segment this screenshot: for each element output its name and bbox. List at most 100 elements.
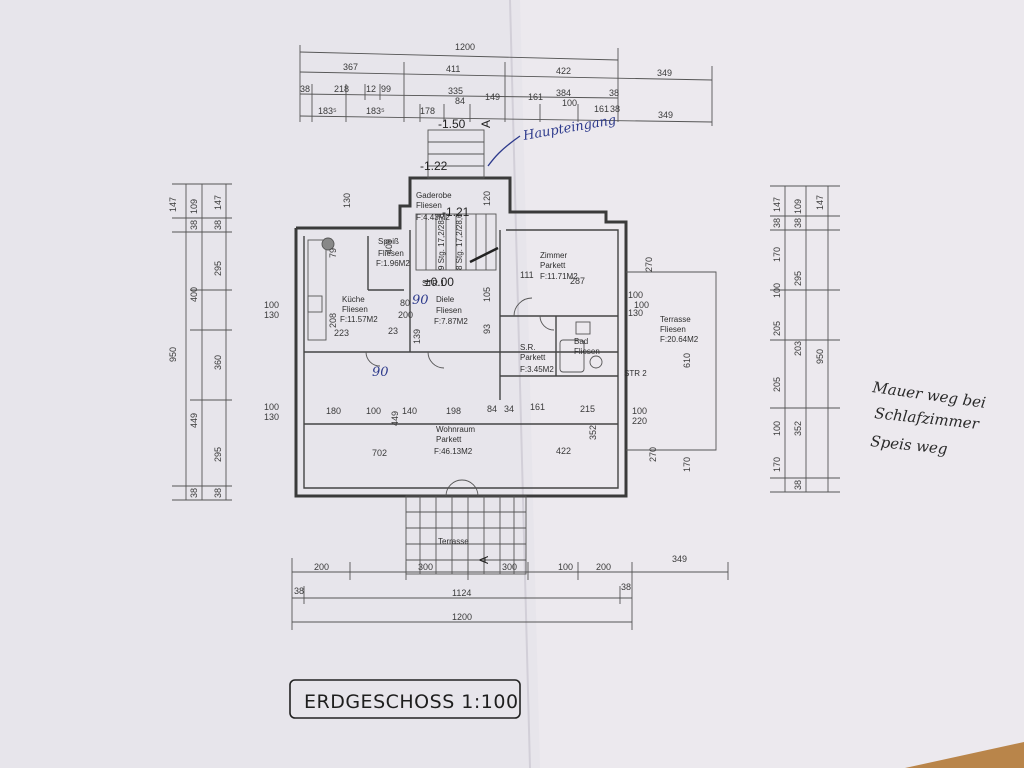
dim-left-outer-b: 950 [168, 347, 178, 362]
room-bad: Bad Fliesen [574, 337, 600, 356]
svg-text:130: 130 [264, 310, 279, 320]
dim-top-r2-b: 411 [446, 64, 460, 74]
svg-text:223: 223 [334, 328, 349, 338]
dim-top-r4-i: 38 [610, 104, 620, 114]
svg-text:Zimmer: Zimmer [540, 251, 567, 260]
svg-text:161: 161 [530, 402, 545, 412]
svg-text:S.R.: S.R. [520, 343, 536, 352]
svg-text:220: 220 [632, 416, 647, 426]
svg-text:F:46.13M2: F:46.13M2 [434, 447, 473, 456]
svg-text:352: 352 [588, 425, 598, 440]
dim-top-r3-c: 12 [366, 84, 376, 94]
svg-text:111: 111 [520, 270, 534, 280]
str-label-1: STR 1 [422, 279, 445, 288]
svg-text:170: 170 [682, 457, 692, 472]
dim-top-r4-f: 161 [528, 92, 543, 102]
dim-right-mid-c: 295 [793, 271, 803, 286]
svg-text:702: 702 [372, 448, 387, 458]
room-terrasse-right: Terrasse Fliesen F:20.64M2 [660, 315, 699, 344]
terrace-right-outline [626, 271, 717, 451]
window-marks: 100 130 100 130 100 220 100 130 [264, 290, 647, 426]
dim-top-r3-b: 218 [334, 84, 349, 94]
door-swings [365, 297, 555, 497]
dim-top-r3-f: 384 [556, 88, 571, 98]
svg-text:180: 180 [326, 406, 341, 416]
dim-top-r4-h: 161 [594, 104, 609, 114]
dim-left-mid-d: 449 [189, 413, 199, 428]
dim-bottom-r1-c: 300 [502, 562, 517, 572]
svg-text:200: 200 [398, 310, 413, 320]
room-wohnraum: Wohnraum Parkett F:46.13M2 [434, 425, 475, 456]
dim-right-outer-b: 950 [815, 349, 825, 364]
dim-bottom-r1-f: 349 [672, 554, 687, 564]
dim-top-total: 1200 [455, 42, 475, 52]
dim-bottom-r1-b: 300 [418, 562, 433, 572]
paper-shade-left [0, 0, 540, 768]
svg-text:130: 130 [264, 412, 279, 422]
dim-right-inner-c: 170 [772, 247, 782, 262]
svg-text:422: 422 [556, 446, 571, 456]
svg-text:84: 84 [487, 404, 497, 414]
svg-text:34: 34 [504, 404, 514, 414]
room-kueche: Küche Fliesen F:11.57M2 [340, 295, 378, 324]
dim-top-r2-c: 422 [556, 66, 571, 76]
svg-text:105: 105 [482, 287, 492, 302]
svg-text:139: 139 [412, 329, 422, 344]
dim-bottom-r1-a: 200 [314, 562, 329, 572]
stair-note-2: 8 Stg. 17,2/28,6 [455, 213, 464, 270]
left-dimension-lines [172, 183, 232, 501]
plan-title: ERDGESCHOSS 1:100 [304, 691, 519, 713]
svg-text:Parkett: Parkett [520, 353, 546, 362]
svg-text:100: 100 [264, 402, 279, 412]
svg-text:198: 198 [446, 406, 461, 416]
svg-text:Fliesen: Fliesen [660, 325, 686, 334]
svg-text:100: 100 [264, 300, 279, 310]
svg-text:79: 79 [328, 248, 338, 258]
bottom-dimension-lines [291, 558, 729, 630]
dim-left-inner-a: 147 [213, 195, 223, 210]
svg-text:215: 215 [580, 404, 595, 414]
handwriting-mark-2: 90 [372, 365, 389, 380]
dim-top-r3-e: 335 [448, 86, 463, 96]
svg-text:130: 130 [628, 308, 643, 318]
section-marker-top: A [479, 120, 493, 128]
dim-right-inner-d: 100 [772, 283, 782, 298]
kitchen-fixtures [307, 237, 335, 341]
dim-top-r3-a: 38 [300, 84, 310, 94]
svg-text:Parkett: Parkett [436, 435, 462, 444]
svg-text:23: 23 [388, 326, 398, 336]
svg-text:120: 120 [482, 191, 492, 206]
svg-text:Fliesen: Fliesen [416, 201, 442, 210]
dim-top-r4-b: 183⁵ [366, 106, 385, 116]
room-speis: Speiß Fliesen F:1.96M2 [376, 237, 410, 268]
stair-note-1: 9 Stg. 17,2/28,6 [437, 213, 446, 270]
svg-text:287: 287 [570, 276, 585, 286]
svg-text:130: 130 [342, 193, 352, 208]
svg-text:93: 93 [482, 324, 492, 334]
dim-right-inner-f: 205 [772, 377, 782, 392]
dim-right-inner-e: 205 [772, 321, 782, 336]
handwriting-mark-1: 90 [412, 293, 429, 308]
level-zero: ±0.00 [424, 275, 454, 289]
dim-right-inner-h: 170 [772, 457, 782, 472]
dim-bottom-r2-b: 1124 [452, 588, 471, 598]
dim-left-inner-c: 295 [213, 261, 223, 276]
svg-text:Terrasse: Terrasse [660, 315, 691, 324]
svg-text:Parkett: Parkett [540, 261, 566, 270]
dim-top-r4-g: 100 [562, 98, 577, 108]
dim-right-outer-a: 147 [815, 195, 825, 210]
dim-right-mid-b: 38 [793, 218, 803, 228]
dim-top-r4-c: 178 [420, 106, 435, 116]
svg-text:F:4.43M2: F:4.43M2 [416, 213, 450, 222]
svg-text:F:20.64M2: F:20.64M2 [660, 335, 699, 344]
handwriting-arrow [487, 135, 521, 167]
svg-text:Diele: Diele [436, 295, 455, 304]
svg-text:F:11.57M2: F:11.57M2 [340, 315, 378, 324]
svg-text:208: 208 [328, 313, 338, 328]
dim-top-r4-d: 84 [455, 96, 465, 106]
plan-title-box: ERDGESCHOSS 1:100 [289, 679, 521, 719]
svg-text:F:3.45M2: F:3.45M2 [520, 365, 554, 374]
dim-bottom-r3-a: 1200 [452, 612, 472, 622]
dim-right-inner-b: 38 [772, 218, 782, 228]
dim-left-mid-a: 109 [189, 199, 199, 214]
